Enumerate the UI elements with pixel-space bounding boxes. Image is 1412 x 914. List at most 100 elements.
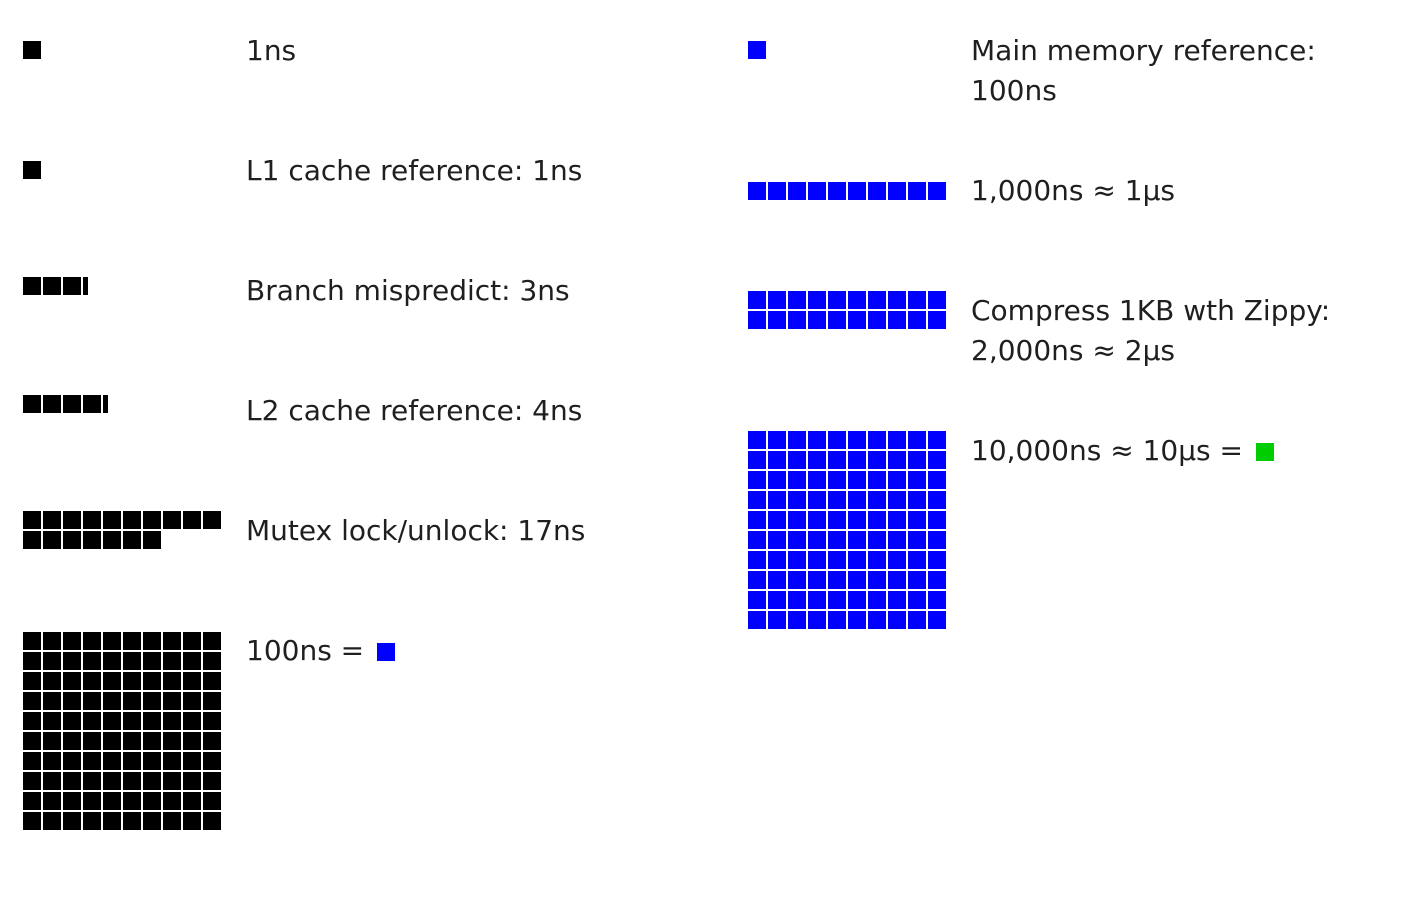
ten-us-square [808,491,826,509]
ten-us-square [748,451,766,469]
ten-us-square [828,531,846,549]
one-us-square [888,182,906,200]
ten-us-square [868,531,886,549]
ten-us-square [768,551,786,569]
hundred-ns-square [43,672,61,690]
hundred-ns-square [43,652,61,670]
hundred-ns-square [203,772,221,790]
hundred-ns-square [43,692,61,710]
hundred-ns-square [183,732,201,750]
hundred-ns-square [203,672,221,690]
ten-us-square [828,611,846,629]
ten-us-square [848,571,866,589]
one-us-square [748,182,766,200]
zippy-square [788,291,806,309]
ten-us-square [908,571,926,589]
zippy-square [928,311,946,329]
ten-us-square [928,591,946,609]
label-zippy-line-2: 2,000ns ≈ 2μs [971,334,1175,367]
ten-us-square [748,491,766,509]
label-one-ns: 1ns [246,31,296,71]
l2-cache-square [83,395,101,413]
main-memory-square [748,41,766,59]
ten-us-square [808,471,826,489]
label-branch-mispredict: Branch mispredict: 3ns [246,271,570,311]
label-mutex-text: Mutex lock/unlock: 17ns [246,514,586,547]
ten-us-square [788,491,806,509]
branch-mispredict-square [43,277,61,295]
ten-us-square [908,611,926,629]
hundred-ns-square [63,732,81,750]
ten-us-square [808,531,826,549]
hundred-ns-square [63,672,81,690]
hundred-ns-square [183,792,201,810]
hundred-ns-square [183,752,201,770]
ten-us-square [928,611,946,629]
mutex-square [23,511,41,529]
mutex-square [43,511,61,529]
ten-us-square [748,571,766,589]
hundred-ns-square [63,812,81,830]
ten-us-square [888,431,906,449]
hundred-ns-square [183,672,201,690]
ten-us-square [828,451,846,469]
zippy-square [768,311,786,329]
ten-us-square [788,571,806,589]
hundred-ns-unit-square [377,643,396,661]
mutex-square [123,531,141,549]
ten-us-square [768,451,786,469]
one-us-square [908,182,926,200]
hundred-ns-square [83,632,101,650]
zippy-square [768,291,786,309]
mutex-square [143,531,161,549]
ten-us-square [868,571,886,589]
ten-us-square [828,591,846,609]
ten-us-square [808,551,826,569]
hundred-ns-square [43,712,61,730]
hundred-ns-square [83,652,101,670]
ten-us-square [828,571,846,589]
hundred-ns-square [103,812,121,830]
ten-us-square [788,471,806,489]
label-hundred-ns-text: 100ns = [246,634,374,667]
hundred-ns-square [123,692,141,710]
hundred-ns-square [123,772,141,790]
label-ten-us: 10,000ns ≈ 10μs = [971,431,1274,471]
ten-us-square [768,571,786,589]
ten-us-square [868,591,886,609]
hundred-ns-square [103,632,121,650]
zippy-square [908,291,926,309]
hundred-ns-square [163,632,181,650]
label-main-memory-line-2: 100ns [971,74,1057,107]
mutex-square [103,511,121,529]
hundred-ns-square [43,772,61,790]
one-us-square [828,182,846,200]
zippy-square [828,291,846,309]
ten-us-square [908,531,926,549]
ten-us-square [748,531,766,549]
ten-us-square [768,531,786,549]
hundred-ns-square [83,712,101,730]
hundred-ns-square [63,772,81,790]
label-ten-us-line-1: 10,000ns ≈ 10μs = [971,434,1252,467]
zippy-square [888,311,906,329]
ten-us-square [748,511,766,529]
hundred-ns-square [23,692,41,710]
hundred-ns-square [103,692,121,710]
ten-us-square [808,591,826,609]
ten-us-square [888,491,906,509]
hundred-ns-square [83,792,101,810]
hundred-ns-square [63,692,81,710]
hundred-ns-square [163,652,181,670]
label-l1-cache-text: L1 cache reference: 1ns [246,154,583,187]
hundred-ns-square [143,772,161,790]
ten-us-square [788,551,806,569]
ten-us-square [768,431,786,449]
ten-us-square [888,551,906,569]
hundred-ns-square [143,672,161,690]
label-mutex: Mutex lock/unlock: 17ns [246,511,585,551]
ten-us-square [828,471,846,489]
ten-us-square [848,591,866,609]
mutex-square [63,511,81,529]
ten-us-square [928,451,946,469]
